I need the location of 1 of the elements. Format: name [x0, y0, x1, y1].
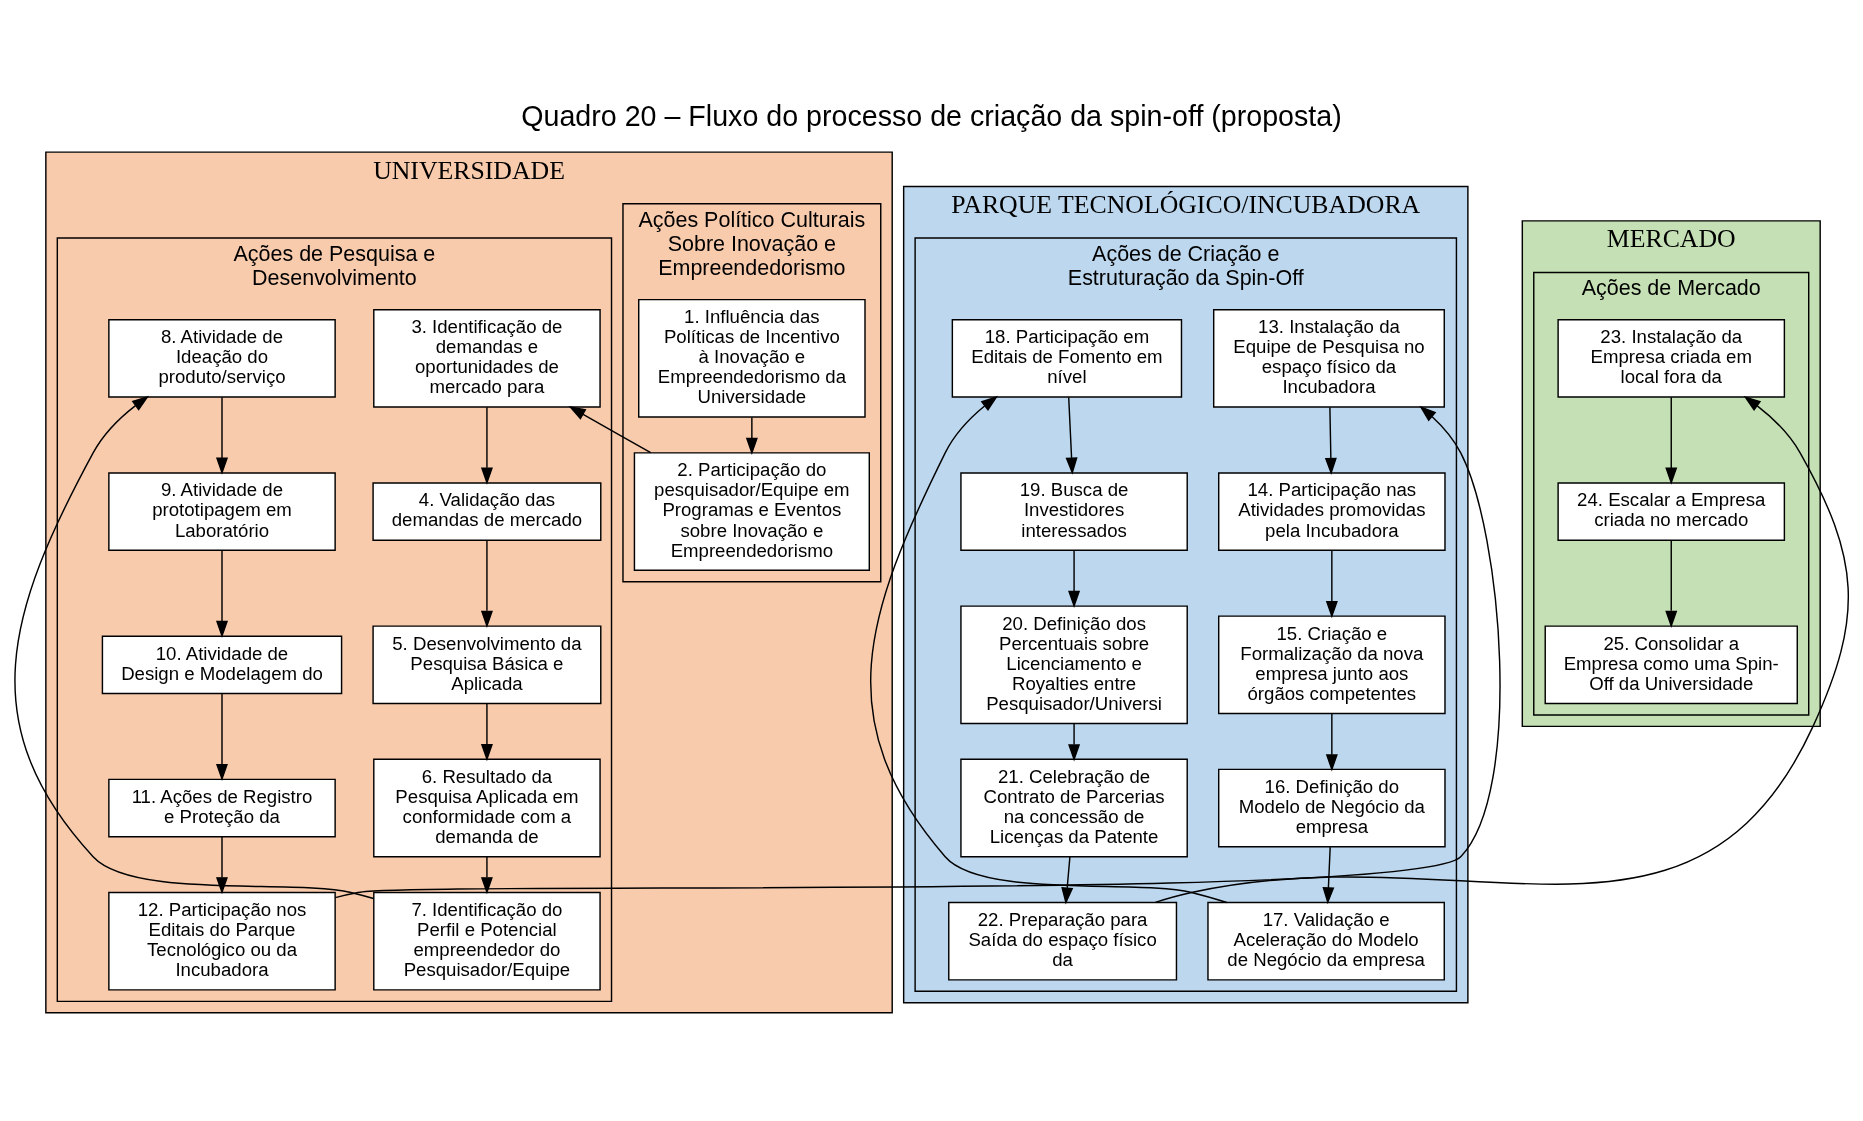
diagram-title: Quadro 20 – Fluxo do processo de criação da spin-off (proposta)	[521, 99, 1342, 132]
